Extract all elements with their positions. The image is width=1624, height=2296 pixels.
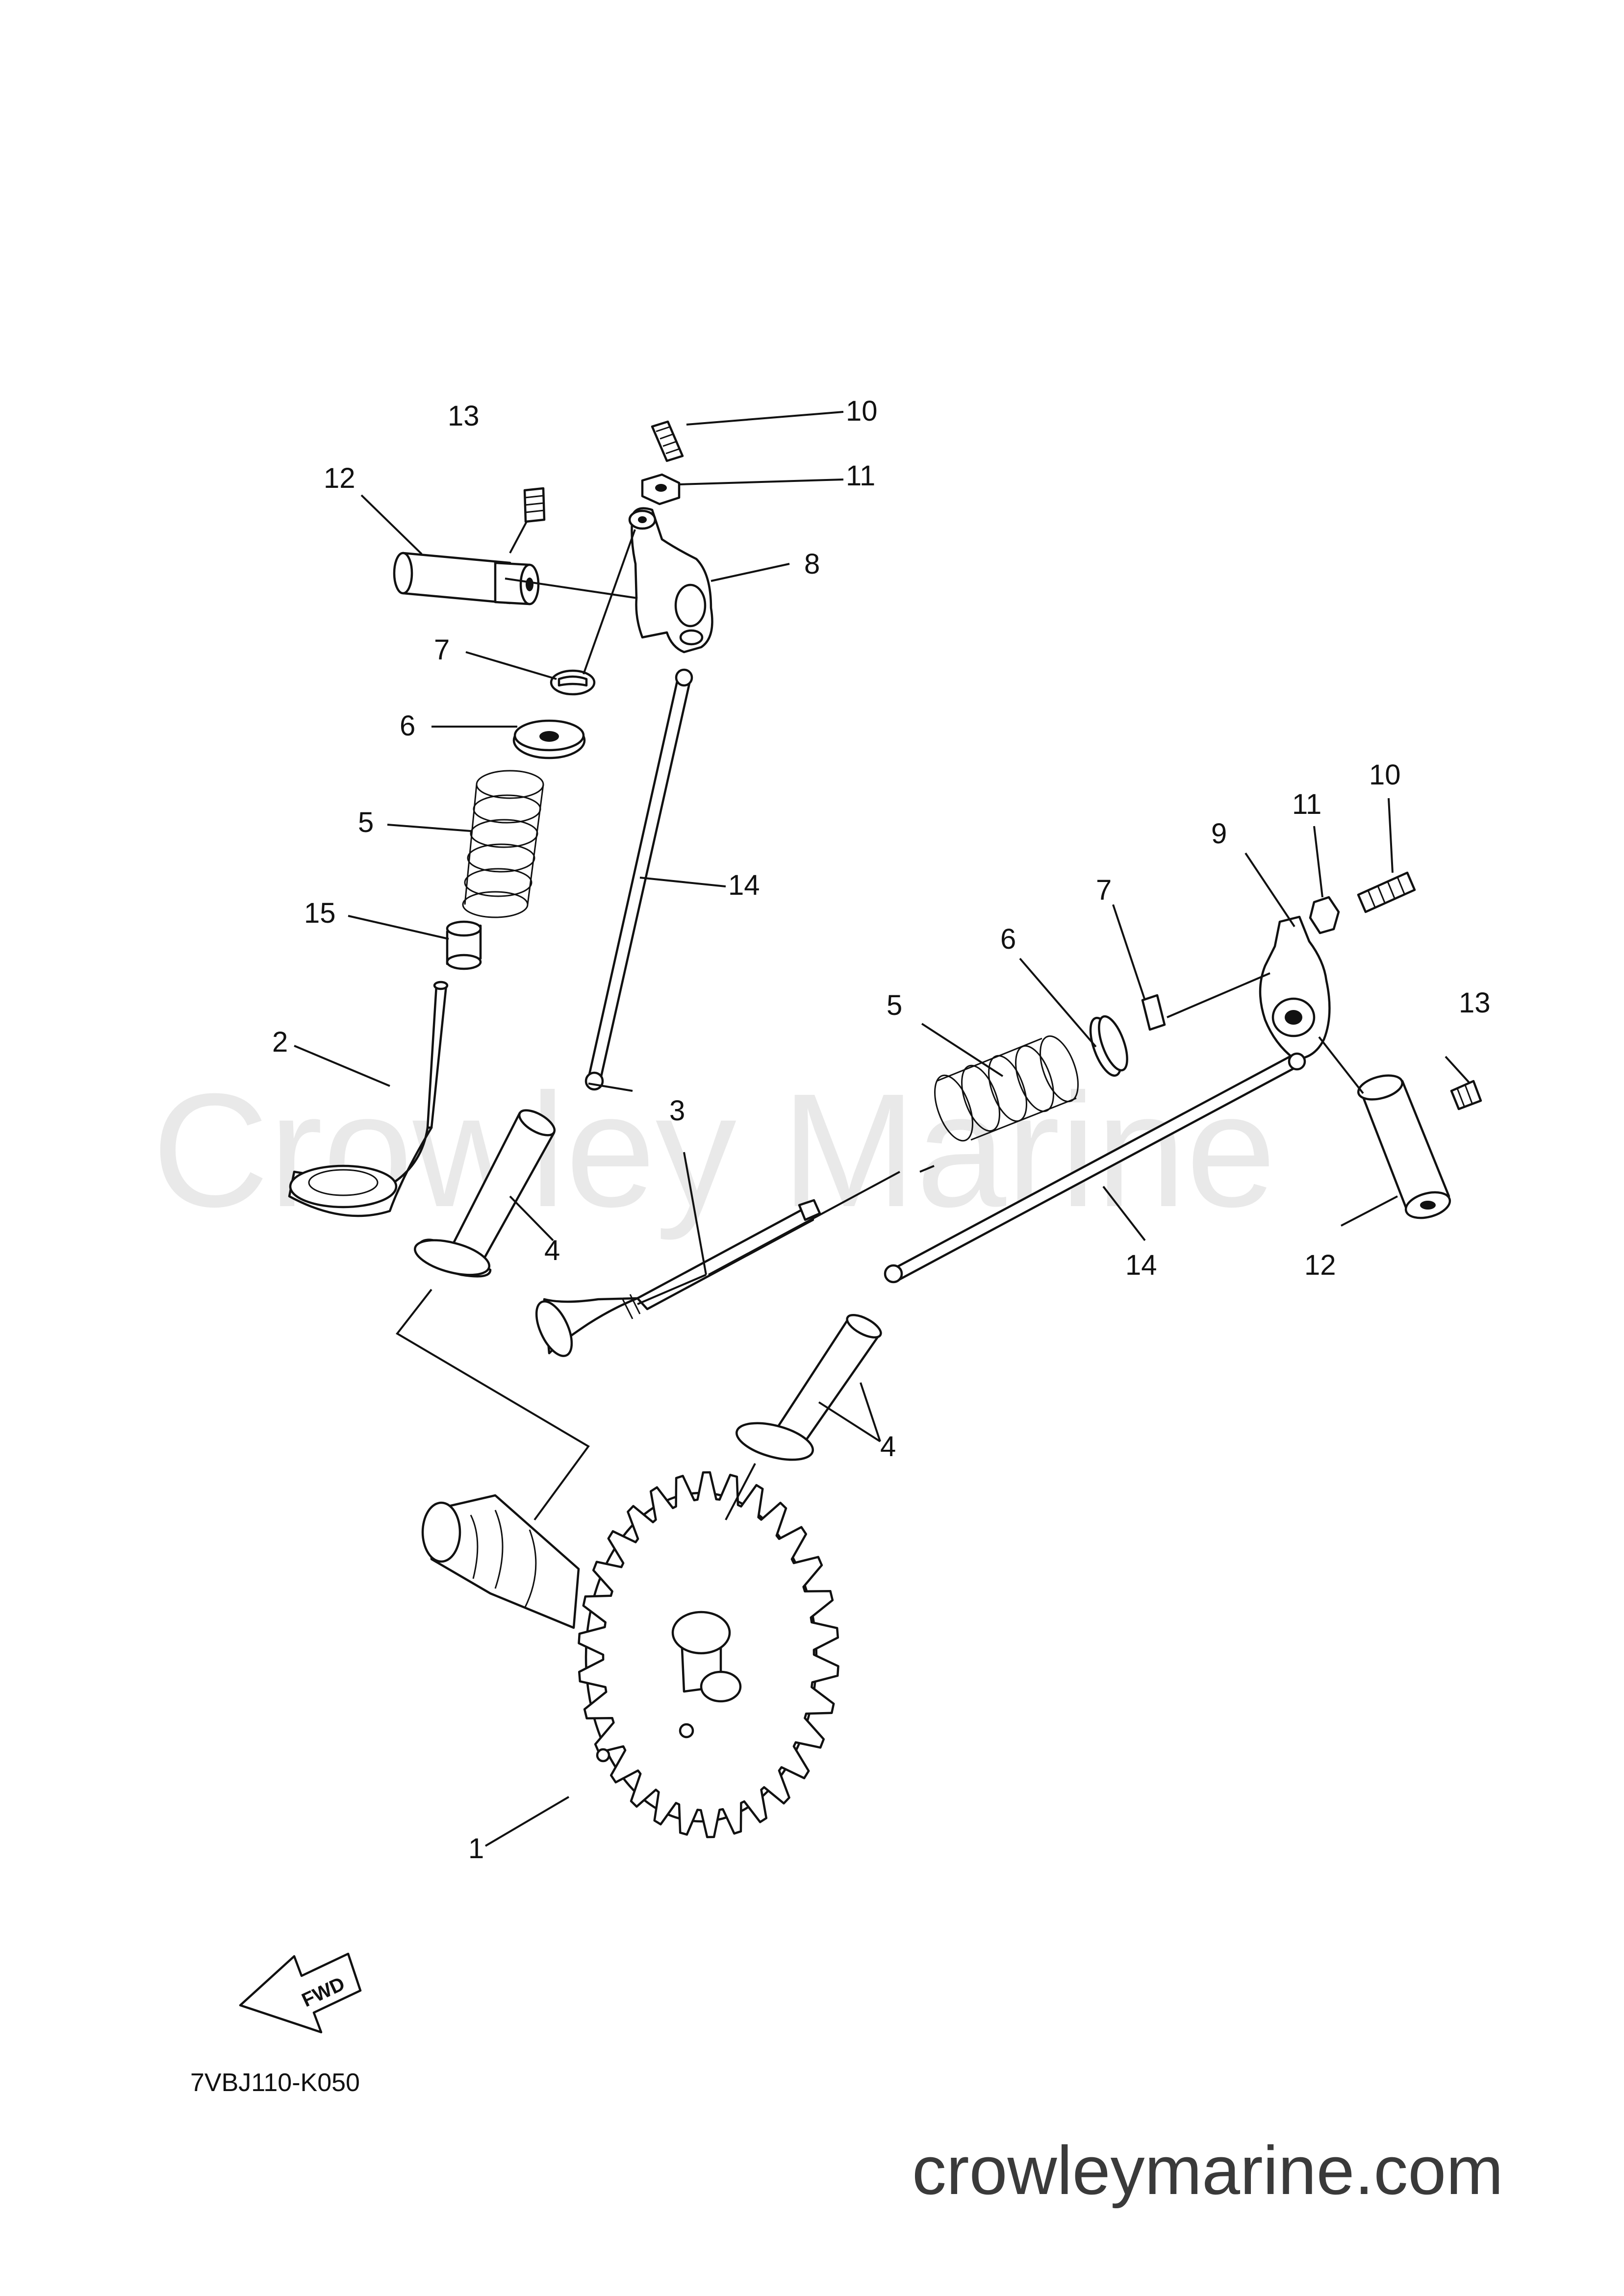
callout-12-left: 12 bbox=[324, 462, 355, 494]
assembly-link-line bbox=[396, 1288, 590, 1521]
callout-5-right: 5 bbox=[887, 989, 902, 1021]
set-screw-right[interactable] bbox=[1450, 1080, 1482, 1110]
callout-14-right: 14 bbox=[1125, 1249, 1157, 1281]
rocker-shaft-left[interactable] bbox=[393, 552, 540, 606]
exhaust-valve[interactable] bbox=[529, 1199, 821, 1361]
callout-7-left: 7 bbox=[434, 634, 450, 666]
valve-cotter-right[interactable] bbox=[1141, 994, 1166, 1031]
callout-1: 1 bbox=[468, 1833, 484, 1865]
watermark-text: Crowley Marine bbox=[152, 1060, 1276, 1241]
rocker-arm-right[interactable] bbox=[1259, 915, 1331, 1060]
fwd-arrow-icon: FWD bbox=[239, 1952, 362, 2034]
valve-lifter-left[interactable] bbox=[411, 1105, 558, 1282]
callout-7-right: 7 bbox=[1096, 874, 1112, 906]
push-rod-right[interactable] bbox=[884, 1052, 1306, 1284]
valve-cotter-left[interactable] bbox=[550, 669, 596, 696]
adjust-screw-right[interactable] bbox=[1357, 871, 1416, 913]
camshaft-gear[interactable] bbox=[421, 1471, 839, 1839]
callout-11-right: 11 bbox=[1292, 788, 1321, 820]
callout-6-right: 6 bbox=[1000, 923, 1016, 955]
callout-13-left: 13 bbox=[448, 400, 480, 432]
callout-6-left: 6 bbox=[400, 710, 415, 742]
rocker-arm-left[interactable] bbox=[628, 507, 713, 654]
valve-lifter-right[interactable] bbox=[733, 1311, 884, 1467]
callout-9: 9 bbox=[1211, 818, 1227, 850]
spring-retainer-left[interactable] bbox=[512, 719, 586, 759]
callout-4-right: 4 bbox=[880, 1431, 896, 1463]
callout-11-left: 11 bbox=[846, 460, 875, 492]
intake-valve[interactable] bbox=[288, 981, 449, 1217]
footer-site-url: crowleymarine.com bbox=[912, 2132, 1503, 2209]
callout-5-left: 5 bbox=[358, 807, 374, 838]
nut-left[interactable] bbox=[641, 473, 681, 505]
callout-10-left: 10 bbox=[846, 395, 878, 427]
link-line-right bbox=[725, 1463, 756, 1520]
rocker-shaft-right[interactable] bbox=[1356, 1071, 1453, 1222]
spring-retainer-right[interactable] bbox=[1084, 1013, 1133, 1079]
callout-13-right: 13 bbox=[1459, 987, 1491, 1019]
adjust-screw-left[interactable] bbox=[651, 420, 684, 462]
callout-12-right: 12 bbox=[1304, 1249, 1336, 1281]
callout-3: 3 bbox=[669, 1095, 685, 1127]
leader-lines bbox=[294, 411, 1471, 1847]
valve-stem-seal-left[interactable] bbox=[446, 920, 482, 970]
valve-spring-right[interactable] bbox=[927, 1031, 1086, 1145]
callout-2: 2 bbox=[272, 1026, 288, 1058]
callout-10-right: 10 bbox=[1369, 759, 1401, 791]
callout-8: 8 bbox=[804, 548, 820, 580]
diagram-code: 7VBJ110-K050 bbox=[190, 2069, 360, 2097]
push-rod-left[interactable] bbox=[584, 668, 693, 1091]
set-screw-left[interactable] bbox=[523, 487, 546, 523]
valve-spring-left[interactable] bbox=[462, 770, 544, 918]
callout-4-left: 4 bbox=[544, 1235, 560, 1266]
nut-right[interactable] bbox=[1309, 896, 1340, 934]
callout-14-left: 14 bbox=[728, 869, 760, 901]
callout-15: 15 bbox=[304, 897, 336, 929]
